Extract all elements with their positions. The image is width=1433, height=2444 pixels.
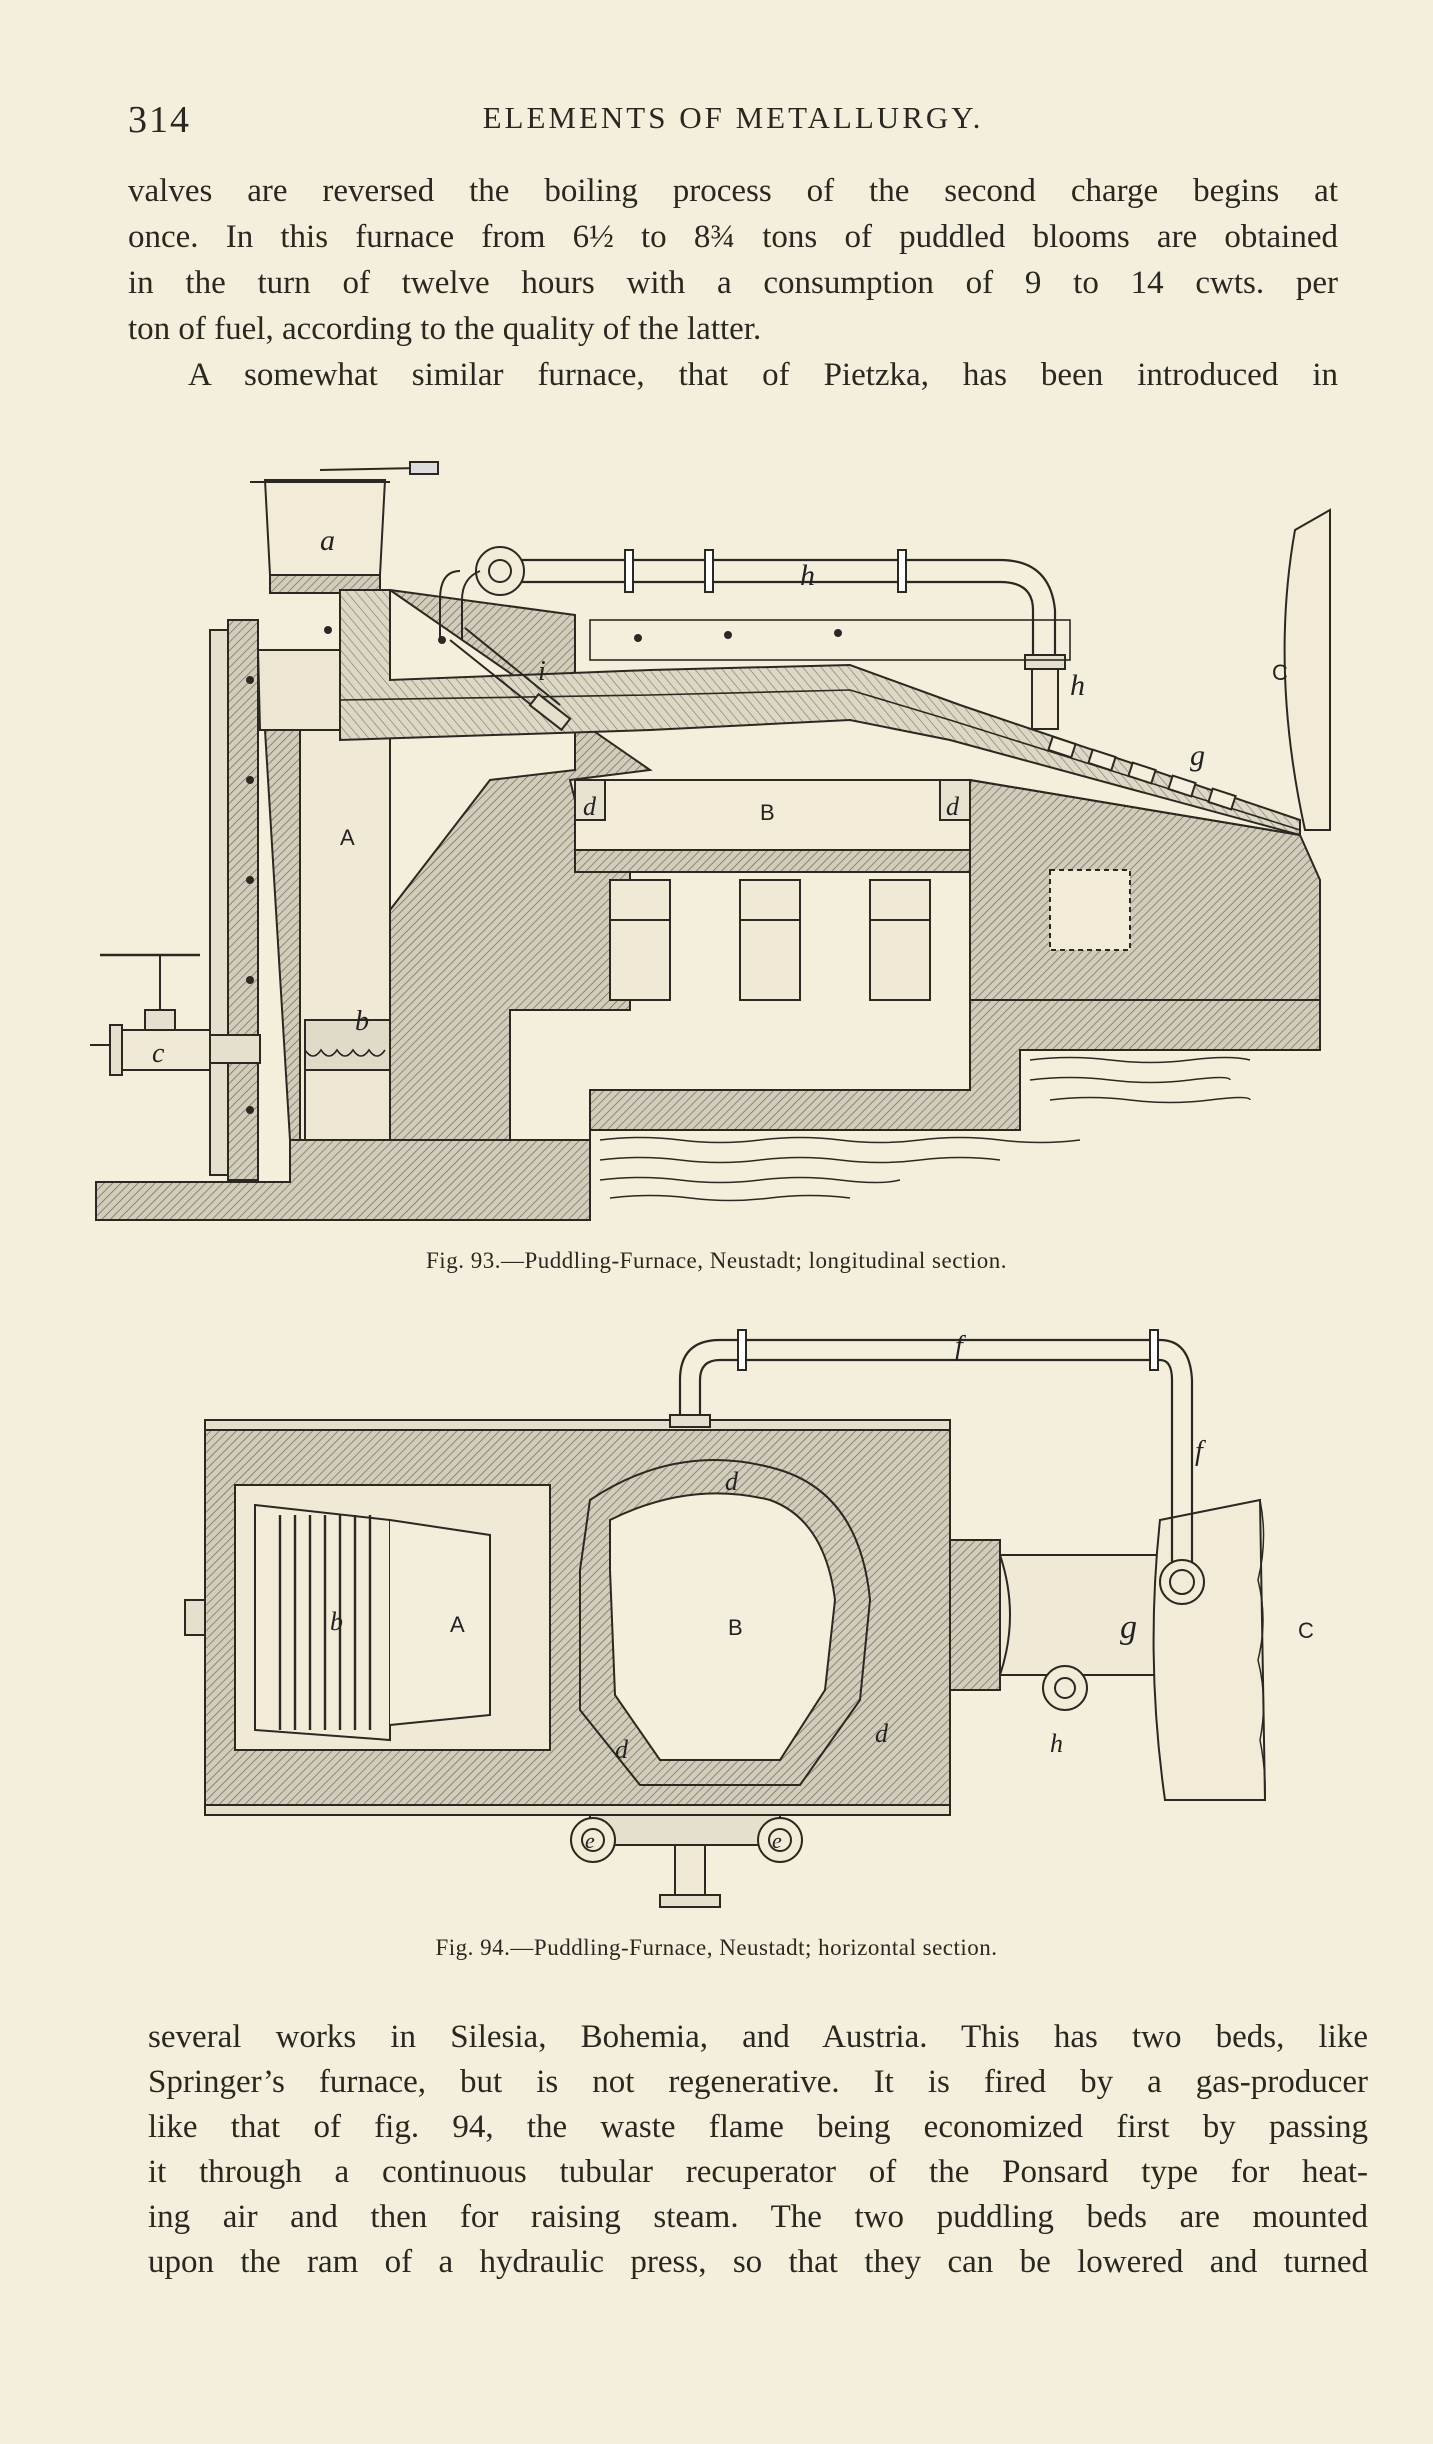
text-line: Springer’s furnace, but is not regenerat… (148, 2064, 1368, 2100)
running-title: ELEMENTS OF METALLURGY. (482, 100, 984, 135)
figure-94-horizontal-section: f f d b A B g C d d h e e (184, 1329, 1314, 1908)
text-line: ton of fuel, according to the quality of… (128, 311, 762, 347)
valve-c (90, 953, 261, 1076)
label-A: A (450, 1612, 465, 1637)
label-B: B (760, 800, 775, 825)
text-line: valves are reversed the boiling process … (128, 173, 1338, 209)
gas-pipe-f (669, 1329, 1205, 1605)
grate-b (278, 1515, 372, 1730)
text-line: in the turn of twelve hours with a consu… (128, 265, 1338, 301)
figure-93-longitudinal-section: a h h C i A B d d g b c (90, 461, 1331, 1221)
label-g: g (1120, 1609, 1137, 1646)
recuperator-g (1047, 735, 1237, 811)
hearth-B (609, 1492, 837, 1761)
label-f-right: f (1195, 1436, 1206, 1467)
label-C: C (1272, 660, 1288, 685)
figure-94-labels: f f d b A B g C d d h e e (330, 1331, 1314, 1853)
label-d-left: d (583, 792, 597, 821)
text-line: upon the ram of a hydraulic press, so th… (148, 2244, 1368, 2280)
gas-pipe-h (439, 546, 1066, 732)
running-head: 314 ELEMENTS OF METALLURGY. (128, 98, 1338, 148)
chamber-g (999, 1554, 1161, 1676)
page-number: 314 (128, 99, 191, 141)
label-h: h (800, 559, 815, 592)
figure-94-caption: Fig. 94.—Puddling-Furnace, Neustadt; hor… (435, 1935, 998, 1960)
label-f-top: f (955, 1331, 966, 1362)
chimney-C (1283, 508, 1331, 831)
label-d-top: d (725, 1467, 739, 1496)
label-h: h (1050, 1729, 1063, 1758)
label-g: g (1190, 739, 1205, 772)
roof-flue (339, 589, 1301, 837)
paragraph-bottom: several works in Silesia, Bohemia, and A… (148, 2015, 1368, 2285)
label-e-left: e (585, 1828, 595, 1853)
text-line: once. In this furnace from 6½ to 8¾ tons… (128, 219, 1338, 255)
label-C: C (1298, 1618, 1314, 1643)
label-c: c (152, 1038, 165, 1069)
doors-e (570, 1814, 803, 1908)
label-d-right: d (875, 1719, 889, 1748)
chimney-C (1152, 1498, 1267, 1801)
figure-93-labels: a h h C i A B d d g b c (152, 524, 1288, 1069)
label-b: b (330, 1607, 343, 1636)
producer-casing (227, 619, 259, 1181)
label-e-right: e (772, 1828, 782, 1853)
paragraph-top: valves are reversed the boiling process … (128, 168, 1338, 398)
label-i: i (538, 656, 546, 687)
label-d-right: d (946, 792, 960, 821)
label-h-down: h (1070, 669, 1085, 702)
figure-93-caption: Fig. 93.—Puddling-Furnace, Neustadt; lon… (426, 1248, 1007, 1273)
label-B: B (728, 1615, 743, 1640)
text-line: like that of fig. 94, the waste flame be… (148, 2109, 1368, 2145)
hearth-B (574, 779, 971, 861)
label-A: A (340, 825, 355, 850)
text-line: ing air and then for raising steam. The … (148, 2199, 1368, 2235)
label-a: a (320, 524, 335, 557)
text-line: it through a continuous tubular recupera… (148, 2154, 1368, 2190)
text-line: several works in Silesia, Bohemia, and A… (148, 2019, 1368, 2055)
label-b: b (355, 1006, 369, 1037)
label-d-left: d (615, 1735, 629, 1764)
text-line: A somewhat similar furnace, that of Piet… (188, 357, 1338, 393)
foundation (95, 999, 1321, 1221)
